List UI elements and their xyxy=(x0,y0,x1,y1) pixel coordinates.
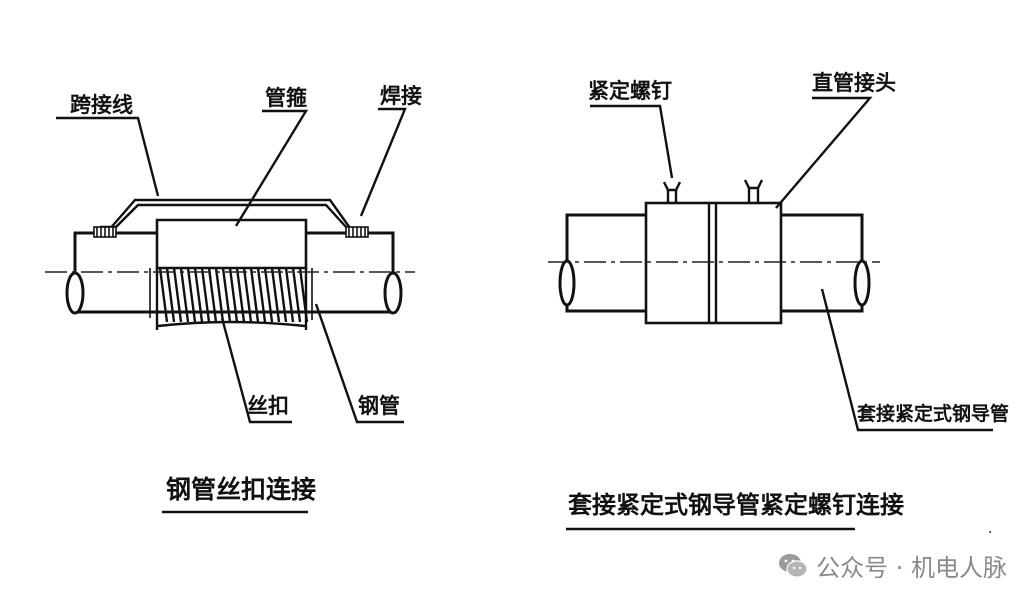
right-leaders xyxy=(590,96,993,432)
label-steel-pipe: 钢管 xyxy=(358,394,400,418)
label-weld: 焊接 xyxy=(380,84,422,108)
right-straight-coupling xyxy=(644,201,783,325)
label-set-screw: 紧定螺钉 xyxy=(588,79,672,103)
wechat-icon xyxy=(779,553,808,578)
left-figure: 跨接线 管箍 焊接 丝扣 钢管 钢管丝扣连接 xyxy=(45,84,422,514)
left-jumper-wire xyxy=(93,198,369,238)
label-jumper-wire: 跨接线 xyxy=(70,93,133,117)
left-coupling xyxy=(155,218,308,330)
label-pipe: 套接紧定式钢导管 xyxy=(856,402,1009,425)
right-figure: 紧定螺钉 直管接头 套接紧定式钢导管 套接紧定式钢导管紧定螺钉连接 . xyxy=(548,71,1009,537)
label-coupling: 管箍 xyxy=(265,86,307,110)
label-thread: 丝扣 xyxy=(247,394,289,418)
right-caption: 套接紧定式钢导管紧定螺钉连接 xyxy=(568,491,904,519)
label-straight-coupling: 直管接头 xyxy=(812,71,896,95)
left-leaders xyxy=(56,107,407,424)
watermark: 公众号 · 机电人脉 xyxy=(778,548,1007,583)
dot-mark: . xyxy=(988,521,992,537)
left-caption: 钢管丝扣连接 xyxy=(166,475,316,504)
set-screw-icon xyxy=(662,179,764,203)
watermark-text: 公众号 · 机电人脉 xyxy=(816,554,1007,582)
